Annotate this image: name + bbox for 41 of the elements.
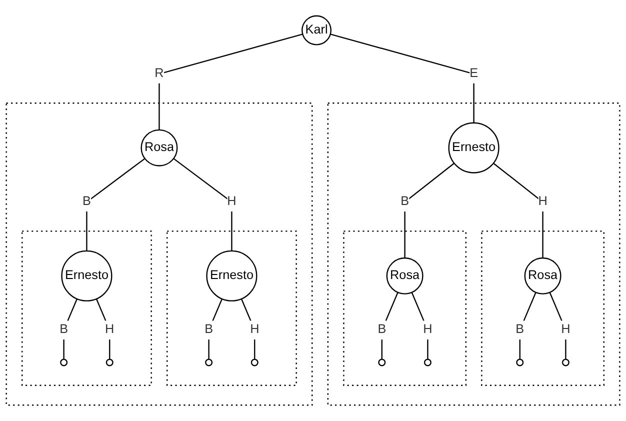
edge-label: H — [250, 322, 260, 336]
edge-label: H — [561, 322, 570, 336]
node-circle — [516, 358, 524, 366]
node-circle — [378, 358, 386, 366]
edge-label: B — [60, 322, 68, 336]
connector — [493, 162, 544, 258]
connector — [549, 292, 566, 360]
connector — [96, 298, 110, 360]
node-circle: Rosa — [140, 129, 178, 166]
edge-label: H — [105, 322, 114, 336]
node-circle: Ernesto — [206, 250, 258, 302]
connector — [519, 292, 536, 360]
edge-label: B — [378, 322, 386, 336]
edge-label: R — [154, 66, 164, 80]
node-circle — [60, 358, 68, 366]
node-circle — [424, 358, 432, 366]
connector — [381, 292, 398, 360]
node-circle — [106, 358, 114, 366]
edge-label: B — [516, 322, 524, 336]
connector — [86, 158, 146, 251]
connector — [404, 162, 455, 258]
connector — [173, 158, 232, 251]
edge-label: H — [423, 322, 432, 336]
edge-label: H — [227, 194, 236, 208]
edge-label: B — [82, 194, 91, 208]
node-circle: Ernesto — [61, 250, 112, 302]
node-circle: Karl — [302, 15, 332, 46]
node-circle: Ernesto — [448, 122, 500, 174]
node-circle — [205, 358, 213, 366]
node-circle — [562, 358, 570, 366]
connector — [158, 34, 303, 130]
node-circle — [250, 358, 258, 366]
node-circle: Rosa — [386, 257, 424, 294]
edge-label: H — [538, 194, 548, 208]
edge-label: B — [400, 194, 410, 208]
connector — [330, 34, 474, 123]
connector — [411, 292, 428, 360]
edge-label: E — [470, 66, 478, 80]
edge-label: B — [204, 322, 214, 336]
node-circle: Rosa — [524, 257, 562, 294]
connector — [240, 298, 256, 360]
